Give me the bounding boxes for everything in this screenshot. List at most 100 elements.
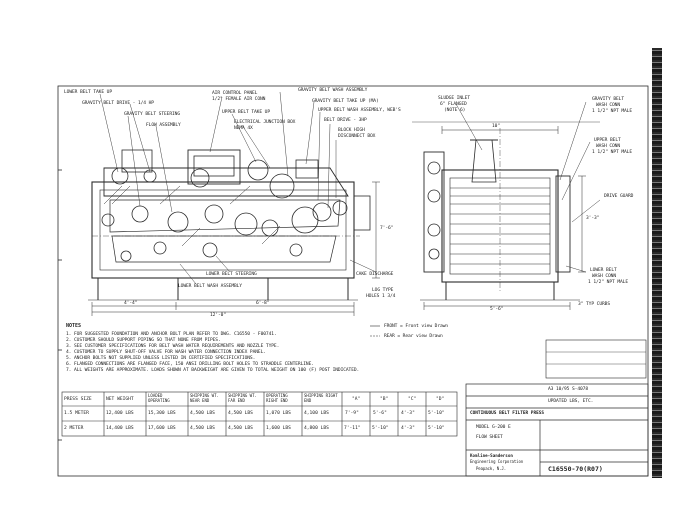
callout-flow-assembly: FLOW ASSEMBLY (146, 123, 181, 128)
table-row-2-a: 7'-11" (344, 426, 361, 431)
callout-upper-belt-wash-conn: UPPER BELT (594, 138, 621, 143)
callout-upper-belt-take-up: UPPER BELT TAKE UP (222, 110, 270, 115)
table-header-b: "B" (380, 397, 389, 402)
table-row-1-a: 7'-9" (345, 411, 359, 416)
note-2: 2. CUSTOMER SHOULD SUPPORT PIPING SO THA… (66, 338, 221, 343)
callout-gravity-belt-steering: GRAVITY BELT STEERING (124, 112, 180, 117)
title-line-2: MODEL G-200 E (476, 425, 511, 430)
callout-belt-drive-3hp: BELT DRIVE - 3HP (324, 118, 367, 123)
callout-nema-4x: NEMA 4X (234, 126, 253, 131)
legend-rear: REAR = Rear view Drawn (384, 334, 443, 339)
table-row-2-d: 5'-10" (428, 426, 445, 431)
callout-disconnect-box: DISCONNECT BOX (338, 134, 376, 139)
callout-drive-guard: DRIVE GUARD (604, 194, 634, 199)
note-3: 3. SEE CUSTOMER SPECIFICATIONS FOR BELT … (66, 344, 280, 349)
callout-gravity-belt-wash-conn: GRAVITY BELT (592, 97, 624, 102)
note-7: 7. ALL WEIGHTS ARE APPROXIMATE. LOADS SH… (66, 368, 360, 373)
callout-lower-belt-wash-conn: LOWER BELT (590, 268, 617, 273)
callout-lower-wash-conn: WASH CONN (592, 274, 616, 279)
table-header-net-weight: NET WEIGHT (106, 397, 134, 402)
table-row-1-ship-right: 4,100 LBS (304, 411, 329, 416)
table-row-2-net: 14,400 LBS (106, 426, 134, 431)
callout-gravity-belt-take-up-ma: GRAVITY BELT TAKE UP (MA) (312, 99, 379, 104)
title-block-grid (465, 339, 649, 477)
callout-female-air-conn: 1/2" FEMALE AIR CONN (212, 97, 266, 102)
table-header-ship-near: SHIPPING WT. NEAR END (190, 393, 219, 403)
callout-cake-discharge: CAKE DISCHARGE (356, 272, 394, 277)
table-row-2-near: 4,500 LBS (190, 426, 215, 431)
callout-holes: HOLES 1 3/4 (366, 294, 396, 299)
callout-typ-curbs: 3" TYP CURBS (578, 302, 610, 307)
callout-lower-belt-steering: LOWER BELT STEERING (206, 272, 257, 277)
legend-marks (370, 325, 380, 337)
callout-upper-wash-npt: 1 1/2" NPT MALE (592, 150, 632, 155)
table-row-2-size: 2 METER (64, 426, 84, 431)
side-elevation-view (88, 91, 380, 316)
weight-table-grid (61, 391, 458, 437)
dim-left-sub-a: 4'-4" (124, 301, 138, 306)
dim-left-total: 12'-0" (210, 313, 226, 318)
title-line-3: FLOW SHEET (476, 435, 503, 440)
table-header-a: "A" (352, 397, 361, 402)
scan-edge-artifact (652, 48, 662, 478)
callout-gravity-belt-wash: GRAVITY BELT WASH ASSEMBLY (298, 88, 368, 93)
callout-upper-belt-wash: UPPER BELT WASH ASSEMBLY, WEB'S (318, 108, 401, 113)
table-row-1-near: 4,500 LBS (190, 411, 215, 416)
table-header-loaded-operating: LOADED OPERATING (148, 393, 170, 403)
table-row-2-far: 4,500 LBS (228, 426, 253, 431)
note-1: 1. FOR SUGGESTED FOUNDATION AND ANCHOR B… (66, 332, 277, 337)
table-header-d: "D" (436, 397, 445, 402)
table-row-1-op-right: 1,070 LBS (266, 411, 291, 416)
note-4: 4. CUSTOMER TO SUPPLY SHUT-OFF VALVE FOR… (66, 350, 266, 355)
table-header-shipping-right: SHIPPING RIGHT END (304, 393, 338, 403)
table-row-2-ship-right: 4,800 LBS (304, 426, 329, 431)
note-5: 5. ANCHOR BOLTS NOT SUPPLIED UNLESS LIST… (66, 356, 256, 361)
table-row-1-loaded: 15,300 LBS (148, 411, 176, 416)
table-header-c: "C" (408, 397, 417, 402)
callout-block-high: BLOCK HIGH (338, 128, 365, 133)
company-name: Komline-Sanderson (470, 453, 513, 458)
callout-log-type: LOG TYPE (372, 288, 394, 293)
callout-sludge-inlet-note: (NOTE 6) (444, 108, 466, 113)
note-6: 6. FLANGED CONNECTIONS ARE FLANGED FACE,… (66, 362, 314, 367)
company-subtitle: Engineering Corporation (470, 459, 524, 464)
table-row-2-b: 5'-10" (372, 426, 389, 431)
callout-lower-wash-npt: 1 1/2" NPT MALE (588, 280, 628, 285)
table-row-2-op-right: 1,600 LBS (266, 426, 291, 431)
callout-gravity-belt-drive: GRAVITY BELT DRIVE - 1/4 HP (82, 101, 154, 106)
table-header-ship-far: SHIPPING WT. FAR END (228, 393, 257, 403)
table-row-1-far: 4,500 LBS (228, 411, 253, 416)
dim-right-side: 3'-3" (586, 216, 600, 221)
table-header-press-size: PRESS SIZE (64, 397, 92, 402)
title-revision-note: UPDATED LBS, ETC. (548, 399, 594, 404)
drawing-number: C16550-70(R07) (548, 465, 603, 473)
table-row-1-b: 5'-6" (373, 411, 387, 416)
table-row-2-c: 4'-3" (401, 426, 415, 431)
table-row-1-c: 4'-3" (401, 411, 415, 416)
callout-lower-belt-take-up: LOWER BELT TAKE UP (64, 90, 112, 95)
callout-air-control-panel: AIR CONTROL PANEL (212, 91, 258, 96)
legend-front: FRONT = Front view Drawn (384, 324, 448, 329)
title-line-1: CONTINUOUS BELT FILTER PRESS (470, 411, 545, 416)
callout-gravity-wash-npt: 1 1/2" NPT MALE (592, 109, 632, 114)
callout-sludge-inlet-flange: 6" FLANGED (440, 102, 467, 107)
notes-title: NOTES (66, 323, 82, 329)
callout-sludge-inlet: SLUDGE INLET (438, 96, 470, 101)
company-location: Peapack, N.J. (476, 466, 507, 471)
table-header-operating-right: OPERATING RIGHT END (266, 393, 288, 403)
callout-gravity-wash-conn: WASH CONN (596, 103, 620, 108)
callout-upper-wash-conn: WASH CONN (596, 144, 620, 149)
callout-electrical-junction-box: ELECTRICAL JUNCTION BOX (234, 120, 296, 125)
table-row-1-size: 1.5 METER (64, 411, 89, 416)
callout-lower-belt-wash: LOWER BELT WASH ASSEMBLY (178, 284, 242, 289)
drawing-border (57, 85, 649, 477)
table-row-2-loaded: 17,600 LBS (148, 426, 176, 431)
dim-left-sub-b: 6'-8" (256, 301, 270, 306)
title-revision: A3 10/95 S-4078 (548, 387, 588, 392)
dim-right-width: 5'-6" (490, 307, 504, 312)
dim-right-top: 10" (492, 124, 500, 129)
end-elevation-view (412, 101, 601, 310)
table-row-1-d: 5'-10" (428, 411, 445, 416)
